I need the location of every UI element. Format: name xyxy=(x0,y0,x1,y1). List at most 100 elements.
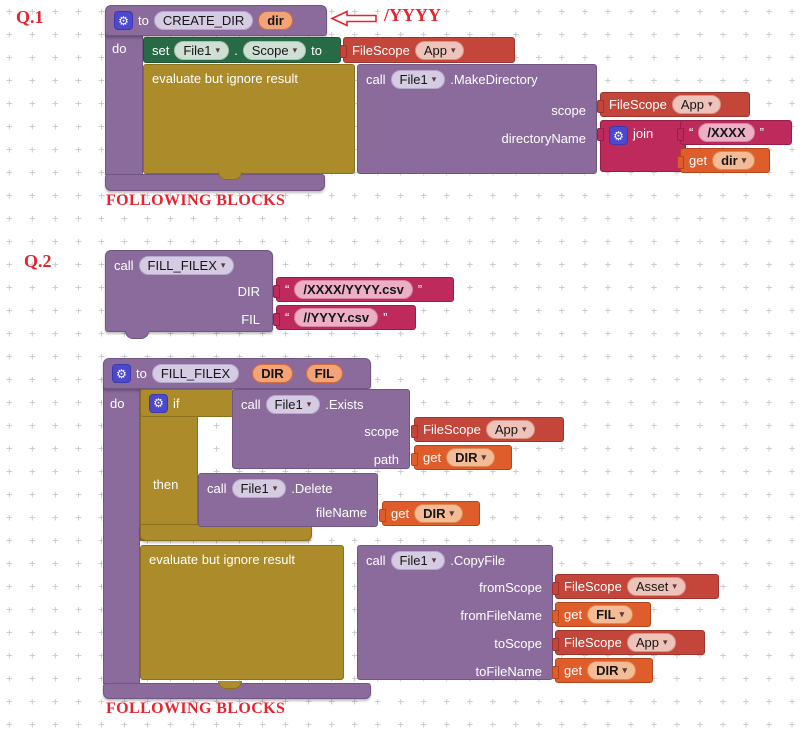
keyword-call: call xyxy=(366,72,386,87)
quote-open: “ xyxy=(285,282,290,297)
block-get-fil[interactable]: get FIL xyxy=(552,602,651,627)
keyword-call: call xyxy=(114,258,134,273)
keyword-get: get xyxy=(564,663,583,678)
dropdown-scope-app[interactable]: App xyxy=(485,420,536,439)
dropdown-component-file1[interactable]: File1 xyxy=(231,479,287,498)
mutator-gear-icon[interactable] xyxy=(609,126,628,145)
left-arrow-icon xyxy=(330,10,377,27)
keyword-call: call xyxy=(207,481,227,496)
proc-name-field[interactable]: FILL_FILEX xyxy=(151,364,240,383)
block-call-exists[interactable]: call File1 .Exists scope path xyxy=(232,389,410,469)
block-call-makedirectory[interactable]: call File1 .MakeDirectory scope director… xyxy=(357,64,597,174)
dropdown-component-file1[interactable]: File1 xyxy=(265,395,321,414)
block-evaluate-ignore-1[interactable]: evaluate but ignore result xyxy=(143,64,355,174)
arrow-note-label: /YYYY xyxy=(384,5,441,25)
block-call-delete[interactable]: call File1 .Delete fileName xyxy=(198,473,378,527)
arg-label-fromfilename: fromFileName xyxy=(460,608,542,623)
mutator-gear-icon[interactable] xyxy=(114,11,133,30)
keyword-call: call xyxy=(366,553,386,568)
block-get-dir[interactable]: get DIR xyxy=(411,445,512,470)
mutator-gear-icon[interactable] xyxy=(149,393,168,413)
quote-open: “ xyxy=(689,125,694,140)
method-name: .Exists xyxy=(325,397,364,412)
dropdown-component-file1[interactable]: File1 xyxy=(174,40,230,60)
text-block-dir-path[interactable]: “ /XXXX/YYYY.csv ” xyxy=(273,277,454,302)
keyword-set: set xyxy=(152,42,170,58)
arg-label-filename: fileName xyxy=(315,505,367,520)
block-proc-create-dir-header[interactable]: to CREATE_DIR dir xyxy=(105,5,327,36)
join-label: join xyxy=(633,126,654,141)
method-name: .CopyFile xyxy=(450,553,506,568)
arg-label-directoryname: directoryName xyxy=(501,131,586,146)
quote-close: ” xyxy=(417,282,423,297)
block-get-dir[interactable]: get DIR xyxy=(552,658,653,683)
block-proc-fill-filex-header[interactable]: to FILL_FILEX DIR FIL xyxy=(103,358,371,389)
text-block-xxxx[interactable]: “ /XXXX ” xyxy=(677,120,792,145)
block-filescope-app[interactable]: FileScope App xyxy=(597,92,750,117)
block-evaluate-ignore-2[interactable]: evaluate but ignore result xyxy=(140,545,344,680)
block-set-file1-scope[interactable]: set File1 . Scope to xyxy=(143,37,341,63)
block-filescope-app[interactable]: FileScope App xyxy=(340,37,515,63)
block-filescope-asset[interactable]: FileScope Asset xyxy=(552,574,719,599)
dropdown-var-dir[interactable]: dir xyxy=(712,151,756,170)
dot-separator: . xyxy=(234,42,238,58)
arg-label-tofilename: toFileName xyxy=(475,664,542,679)
block-filescope-app[interactable]: FileScope App xyxy=(552,630,705,655)
then-label: then xyxy=(153,477,179,492)
block-call-fill-filex[interactable]: call FILL_FILEX DIR FIL xyxy=(105,250,273,332)
dropdown-var-dir[interactable]: DIR xyxy=(587,661,636,680)
arg-label-dir: DIR xyxy=(237,284,260,299)
block-get-dir[interactable]: get dir xyxy=(677,148,770,173)
block-get-dir[interactable]: get DIR xyxy=(379,501,480,526)
block-proc-fill-filex-body[interactable] xyxy=(103,386,140,684)
text-input-field[interactable]: //YYYY.csv xyxy=(294,308,379,327)
text-block-fil-path[interactable]: “ //YYYY.csv ” xyxy=(273,305,416,330)
param-field-dir[interactable]: DIR xyxy=(252,364,293,383)
arg-label-toscope: toScope xyxy=(494,636,542,651)
keyword-get: get xyxy=(391,506,410,521)
block-filescope-app[interactable]: FileScope App xyxy=(411,417,564,442)
filescope-label: FileScope xyxy=(564,635,622,650)
dropdown-property-scope[interactable]: Scope xyxy=(242,40,307,60)
dropdown-var-fil[interactable]: FIL xyxy=(587,605,634,624)
keyword-to: to xyxy=(311,42,322,58)
arg-label-fil: FIL xyxy=(241,312,260,327)
dropdown-var-dir[interactable]: DIR xyxy=(414,504,463,523)
dropdown-proc-fill-filex[interactable]: FILL_FILEX xyxy=(138,256,235,275)
param-field-dir[interactable]: dir xyxy=(258,11,293,30)
keyword-to: to xyxy=(138,13,149,28)
dropdown-component-file1[interactable]: File1 xyxy=(390,70,446,89)
filescope-label: FileScope xyxy=(609,97,667,112)
evaluate-label: evaluate but ignore result xyxy=(152,71,298,86)
do-label: do xyxy=(112,41,127,56)
q2-label: Q.2 xyxy=(24,251,52,271)
dropdown-scope-app[interactable]: App xyxy=(626,633,677,652)
keyword-get: get xyxy=(689,153,708,168)
arg-label-scope: scope xyxy=(551,103,586,118)
method-name: .MakeDirectory xyxy=(450,72,538,87)
dropdown-component-file1[interactable]: File1 xyxy=(390,551,446,570)
block-if-header[interactable]: if xyxy=(140,389,234,417)
text-input-field[interactable]: /XXXX xyxy=(698,123,755,142)
arg-label-fromscope: fromScope xyxy=(479,580,542,595)
dropdown-scope-asset[interactable]: Asset xyxy=(626,577,686,596)
dropdown-scope-app[interactable]: App xyxy=(671,95,722,114)
proc-name-field[interactable]: CREATE_DIR xyxy=(153,11,254,30)
param-field-fil[interactable]: FIL xyxy=(305,364,344,383)
mutator-gear-icon[interactable] xyxy=(112,364,131,383)
filescope-label: FileScope xyxy=(423,422,481,437)
q1-label: Q.1 xyxy=(16,7,44,27)
keyword-get: get xyxy=(564,607,583,622)
do-label: do xyxy=(110,396,125,411)
text-input-field[interactable]: /XXXX/YYYY.csv xyxy=(294,280,413,299)
dropdown-var-dir[interactable]: DIR xyxy=(446,448,495,467)
quote-close: ” xyxy=(383,310,388,325)
block-proc-create-dir-body[interactable] xyxy=(105,33,143,175)
keyword-to: to xyxy=(136,366,147,381)
block-call-copyfile[interactable]: call File1 .CopyFile fromScope fromFileN… xyxy=(357,545,553,680)
filescope-label: FileScope xyxy=(352,42,410,58)
block-proc-create-dir-bottom[interactable] xyxy=(105,174,325,191)
dropdown-scope-app[interactable]: App xyxy=(414,40,465,60)
block-join[interactable]: join xyxy=(597,120,686,172)
